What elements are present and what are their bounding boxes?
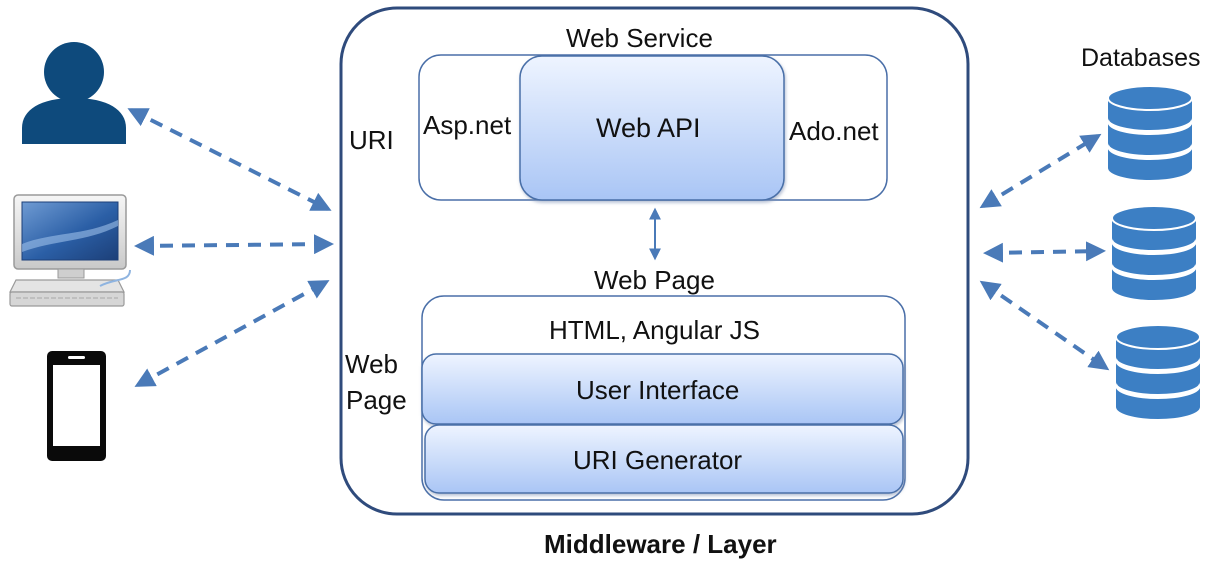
uri-label: URI <box>349 125 394 155</box>
database-icon <box>1106 85 1194 180</box>
tech-label: HTML, Angular JS <box>549 315 760 345</box>
user-icon <box>22 42 126 144</box>
user-arrow <box>127 108 332 211</box>
ado-net-label: Ado.net <box>789 116 879 146</box>
database-arrow-1 <box>979 133 1102 209</box>
desktop-arrow <box>134 234 334 256</box>
desktop-computer-icon <box>9 194 131 307</box>
web-service-title: Web Service <box>566 23 713 53</box>
asp-net-label: Asp.net <box>423 110 512 140</box>
database-icons <box>1106 85 1202 419</box>
mobile-phone-icon <box>47 351 106 461</box>
databases-title: Databases <box>1081 44 1201 72</box>
web-page-title: Web Page <box>594 265 715 295</box>
database-icon <box>1110 205 1198 300</box>
mobile-arrow <box>134 280 330 387</box>
web-api-box <box>519 55 785 201</box>
uri-generator-label: URI Generator <box>573 445 743 475</box>
user-interface-label: User Interface <box>576 375 740 405</box>
middleware-caption: Middleware / Layer <box>544 529 777 559</box>
user-interface-box <box>421 353 904 425</box>
client-arrows <box>127 108 334 387</box>
web-page-side-label-line2: Page <box>346 385 407 415</box>
database-arrow-3 <box>979 280 1110 371</box>
database-arrows <box>979 133 1110 371</box>
uri-generator-box <box>424 424 904 494</box>
web-api-label: Web API <box>596 113 701 143</box>
database-arrow-2 <box>983 241 1106 263</box>
web-page-side-label-line1: Web <box>345 349 398 379</box>
database-icon <box>1114 324 1202 419</box>
